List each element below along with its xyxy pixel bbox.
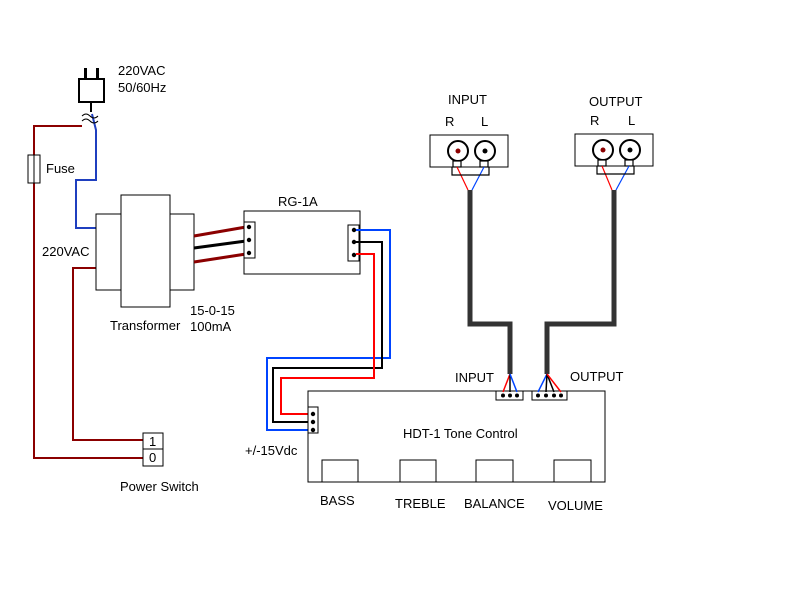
volume-knob[interactable] [553, 459, 592, 483]
input-jack-right[interactable] [447, 140, 469, 162]
plug-icon [78, 68, 105, 124]
tone-input-header [495, 390, 524, 401]
input-left-label: L [481, 114, 488, 129]
switch-on-label: 1 [149, 434, 156, 449]
input-jacks-title: INPUT [448, 92, 487, 107]
switch-off-label: 0 [149, 450, 156, 465]
primary-voltage-label: 220VAC [42, 244, 89, 259]
treble-label: TREBLE [395, 496, 446, 511]
neutral-wire [75, 113, 97, 229]
tone-input-label: INPUT [455, 370, 494, 385]
regulator-output-terminal [347, 224, 360, 262]
transformer-icon [95, 194, 195, 308]
regulator-input-terminal [243, 221, 256, 259]
secondary-wires [193, 225, 247, 264]
fuse-label: Fuse [46, 161, 75, 176]
volume-label: VOLUME [548, 498, 603, 513]
power-switch-label: Power Switch [120, 479, 199, 494]
input-jack-left[interactable] [474, 140, 496, 162]
tone-output-label: OUTPUT [570, 369, 624, 384]
treble-knob[interactable] [399, 459, 437, 483]
balance-label: BALANCE [464, 496, 525, 511]
output-jack-right[interactable] [592, 139, 614, 161]
plug-frequency-label: 50/60Hz [118, 80, 166, 95]
fuse-icon [27, 154, 41, 184]
dc-positive-wire [280, 253, 375, 415]
tone-output-header [531, 390, 568, 401]
plug-voltage-label: 220VAC [118, 63, 165, 78]
dc-voltage-label: +/-15Vdc [245, 443, 298, 458]
tone-control-power-terminal [307, 406, 319, 434]
live-wire [33, 125, 143, 459]
switch-wire [72, 267, 143, 441]
dc-ground-wire [272, 241, 383, 423]
regulator-label: RG-1A [278, 194, 318, 209]
bass-knob[interactable] [321, 459, 359, 483]
dc-wiring [266, 229, 391, 431]
tone-control-label: HDT-1 Tone Control [403, 426, 518, 441]
bass-label: BASS [320, 493, 355, 508]
output-left-label: L [628, 113, 635, 128]
input-cable [467, 190, 513, 374]
input-right-label: R [445, 114, 454, 129]
dc-negative-wire [266, 229, 391, 431]
output-cable [544, 190, 617, 374]
input-jack-wiring [451, 160, 490, 191]
transformer-current-rating: 100mA [190, 319, 232, 334]
regulator-board [243, 210, 361, 275]
output-cable-fanout [537, 373, 562, 393]
output-jack-wiring [596, 159, 635, 191]
transformer-label: Transformer [110, 318, 181, 333]
ac-wiring [33, 113, 143, 459]
output-right-label: R [590, 113, 599, 128]
input-cable-fanout [502, 373, 518, 393]
transformer-voltage-rating: 15-0-15 [190, 303, 235, 318]
balance-knob[interactable] [475, 459, 514, 483]
shielded-cables [467, 190, 617, 374]
output-jack-left[interactable] [619, 139, 641, 161]
output-jacks-title: OUTPUT [589, 94, 643, 109]
